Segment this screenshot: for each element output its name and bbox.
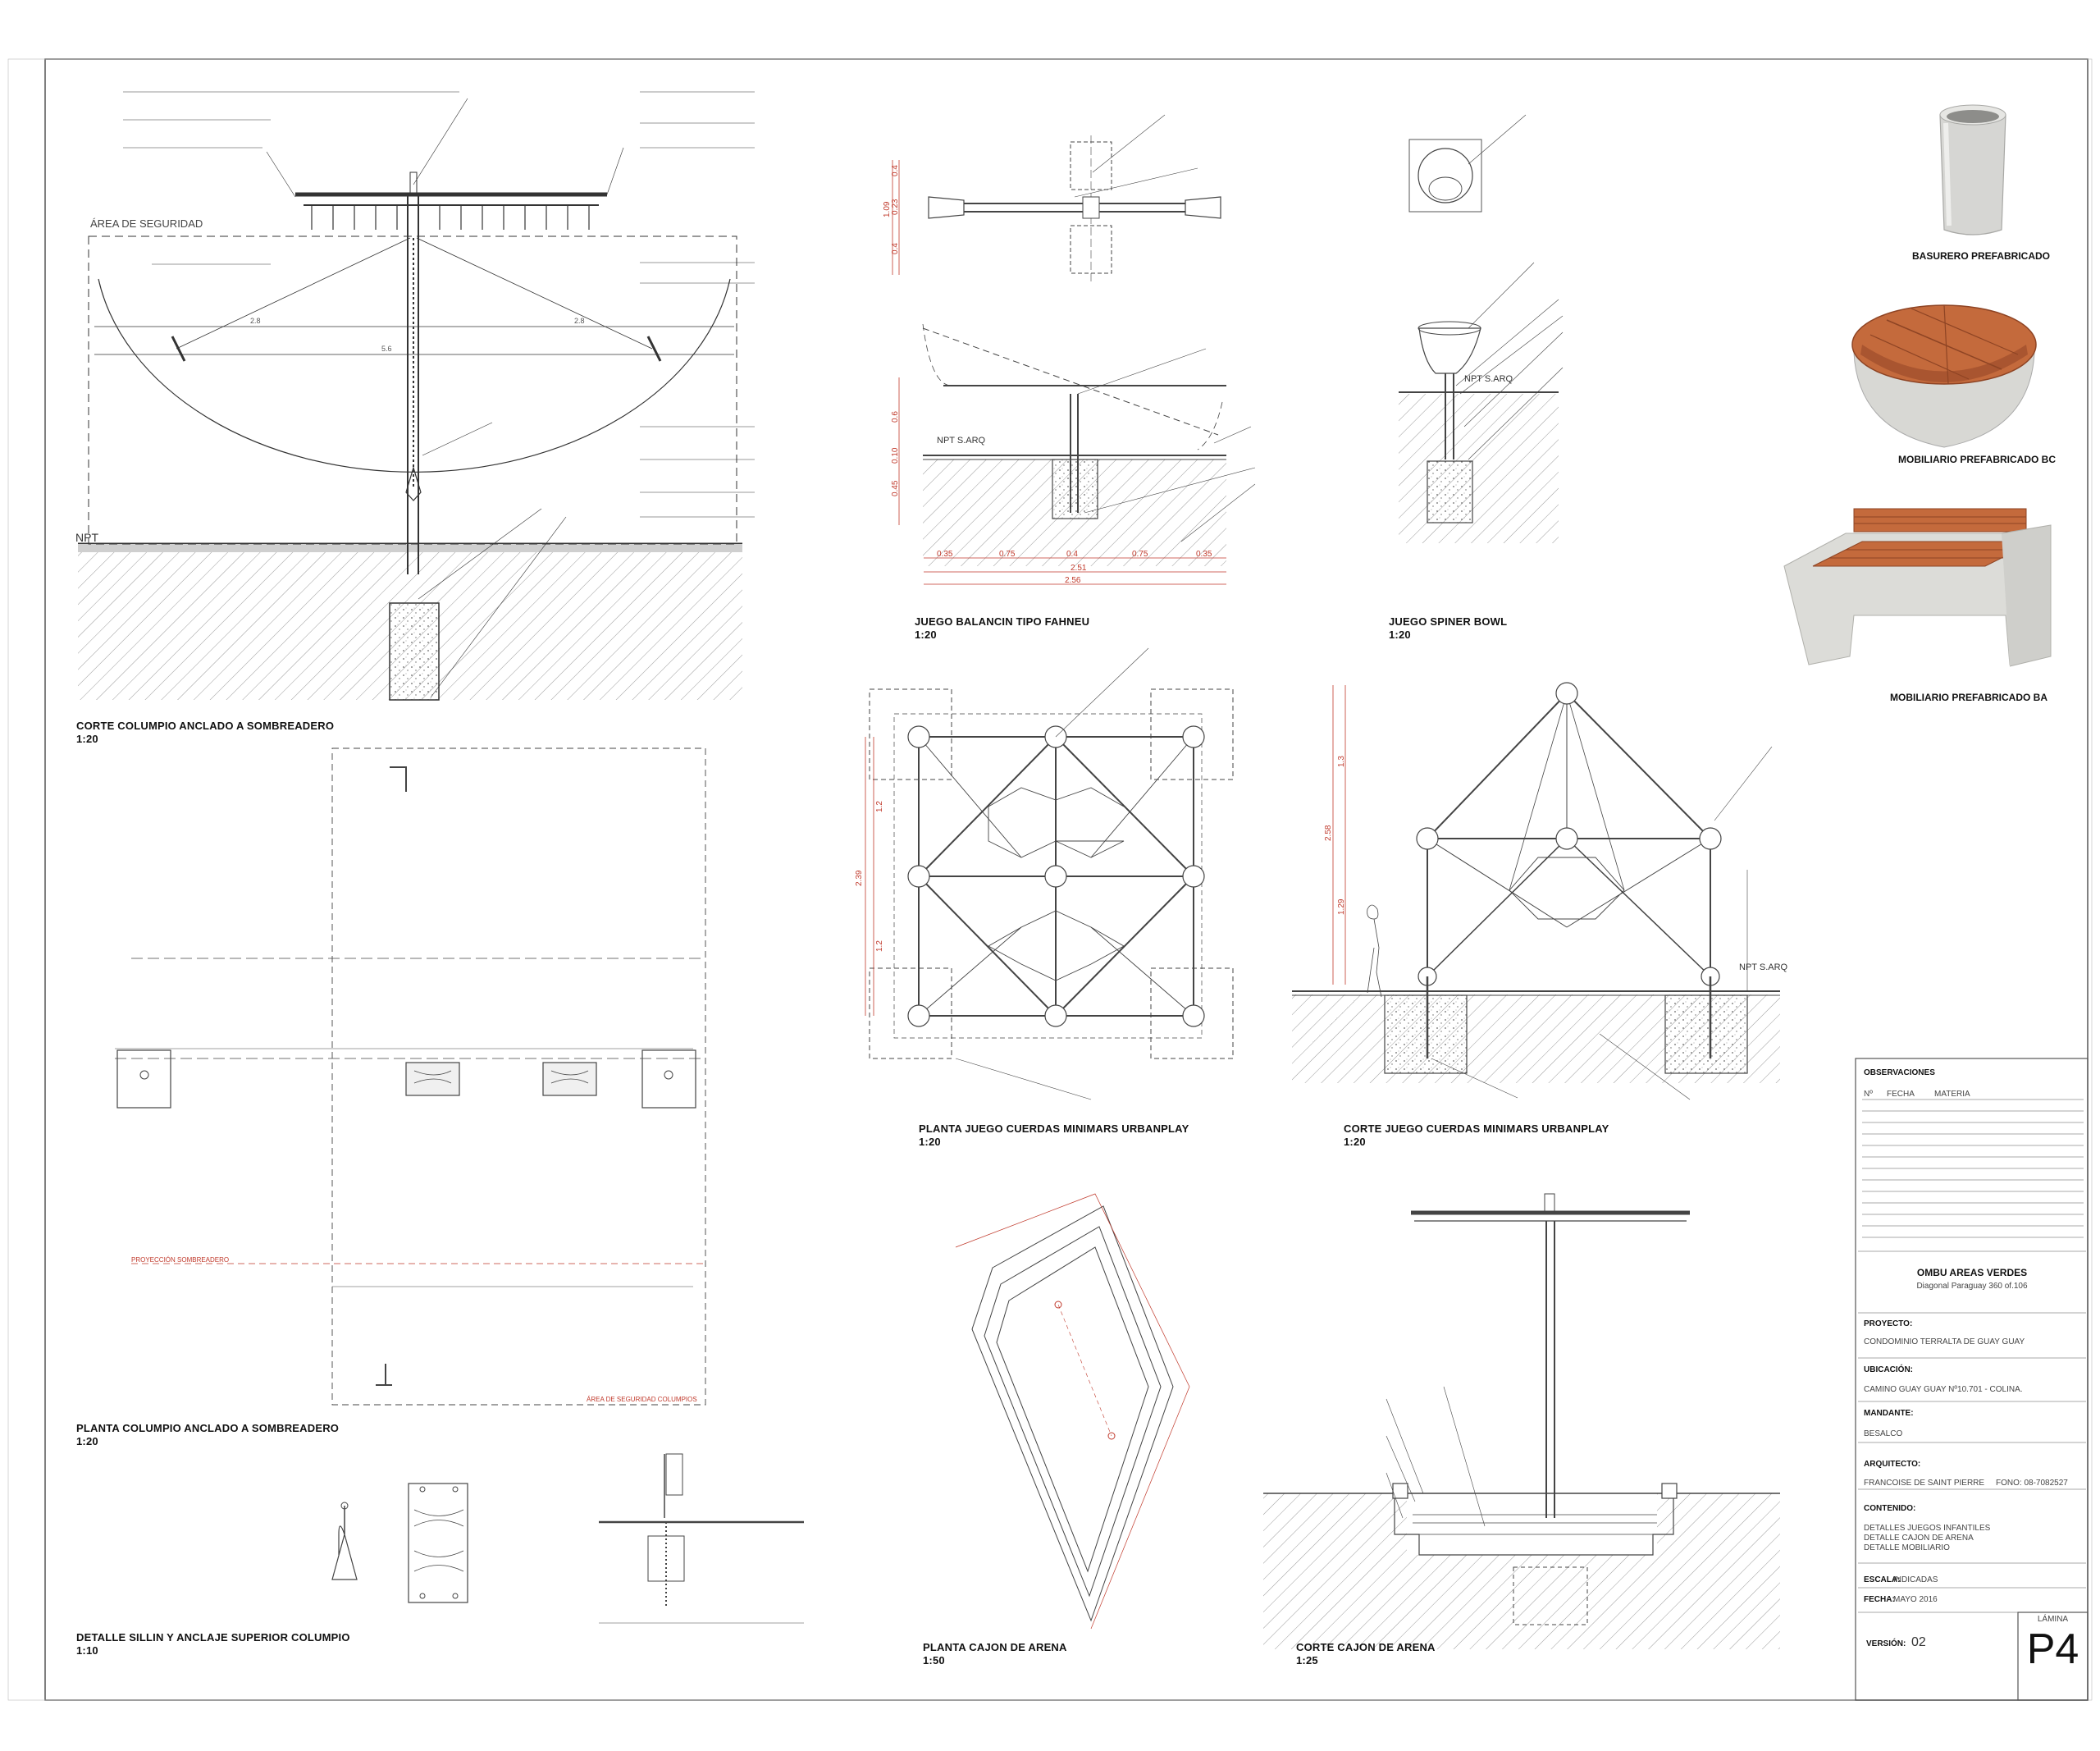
obs-col-fecha: FECHA <box>1887 1090 1915 1099</box>
cuerdas-npt: NPT S.ARQ <box>1739 962 1788 972</box>
balancin-dim-5: 0.35 <box>1196 550 1212 559</box>
cuerdas-planta-dims: 1.2 1.2 2.39 <box>855 801 884 952</box>
planta-columpio-drawing <box>115 747 706 1406</box>
cuerdas-corte-dim-total: 2.58 <box>1324 825 1333 841</box>
caption-mobiliario-ba: MOBILIARIO PREFABRICADO BA <box>1890 692 2048 703</box>
fecha-label: FECHA: <box>1864 1595 1895 1604</box>
area-seguridad-label: ÁREA DE SEGURIDAD <box>90 217 203 230</box>
detalle-sillin-drawing <box>331 1453 804 1624</box>
corte-cuerdas-drawing <box>1292 682 1780 1100</box>
title-block <box>1855 1058 2089 1701</box>
dim-2-8-right: 2.8 <box>574 317 585 325</box>
balancin-vdim-5: 0.10 <box>891 447 900 464</box>
obs-col-num: Nº <box>1864 1090 1873 1099</box>
title-planta-cuerdas: PLANTA JUEGO CUERDAS MINIMARS URBANPLAY … <box>919 1122 1189 1148</box>
balancin-vdim-3: 0.4 <box>891 243 900 254</box>
area-seguridad-columpios-label: ÁREA DE SEGURIDAD COLUMPIOS <box>587 1396 697 1403</box>
spiner-npt: NPT S.ARQ <box>1464 374 1513 384</box>
obs-col-materia: MATERIA <box>1934 1090 1970 1099</box>
corte-columpio-drawing <box>78 91 755 701</box>
spiner-bowl-drawing <box>1399 114 1564 543</box>
balancin-v-dims: 0.4 0.23 0.4 1.09 0.6 0.10 0.45 <box>883 165 900 496</box>
basurero-render <box>1939 104 2006 235</box>
corte-cajon-drawing <box>1263 1193 1780 1649</box>
project-name: OMBU AREAS VERDES <box>1916 1267 2028 1278</box>
balancin-dim-total2: 2.56 <box>1065 576 1081 585</box>
dim-2-8-left: 2.8 <box>250 317 261 325</box>
version-label: VERSIÓN: <box>1866 1639 1906 1648</box>
balancin-dim-4: 0.75 <box>1132 550 1148 559</box>
cuerdas-corte-dims: 1.3 1.29 2.58 <box>1324 756 1346 915</box>
npt-label: NPT <box>75 531 98 544</box>
balancin-vdim-2: 0.23 <box>891 199 900 215</box>
balancin-dim-1: 0.35 <box>937 550 953 559</box>
cuerdas-dim-total: 2.39 <box>855 870 864 886</box>
mobiliario-bc-render <box>1851 304 2037 448</box>
balancin-dim-3: 0.4 <box>1066 550 1078 559</box>
mobiliario-ba-render <box>1783 508 2052 667</box>
mandante-value: BESALCO <box>1864 1429 1903 1438</box>
proyecto-label: PROYECTO: <box>1864 1319 1913 1328</box>
fecha-value: MAYO 2016 <box>1893 1595 1938 1604</box>
balancin-vdim-1: 0.4 <box>891 165 900 176</box>
arquitecto-phone: FONO: 08-7082527 <box>1996 1479 2068 1488</box>
escala-label: ESCALA: <box>1864 1575 1901 1584</box>
balancin-vdim-4: 0.6 <box>891 411 900 423</box>
proyeccion-sombreadero-label: PROYECCIÓN SOMBREADERO <box>131 1256 229 1264</box>
observaciones-heading: OBSERVACIONES <box>1864 1068 1935 1077</box>
balancin-vdim-total: 1.09 <box>883 201 892 217</box>
title-planta-cajon: PLANTA CAJON DE ARENA 1:50 <box>923 1641 1067 1666</box>
dim-5-6: 5.6 <box>381 345 392 353</box>
cuerdas-corte-dim-2: 1.29 <box>1337 898 1346 915</box>
balancin-drawing <box>892 114 1256 585</box>
balancin-h-dims: 0.35 0.75 0.4 0.75 0.35 2.51 2.56 <box>937 550 1212 585</box>
cuerdas-corte-dim-1: 1.3 <box>1337 756 1346 767</box>
contenido-line-1: DETALLES JUEGOS INFANTILES <box>1864 1524 1991 1533</box>
title-corte-cuerdas: CORTE JUEGO CUERDAS MINIMARS URBANPLAY 1… <box>1344 1122 1609 1148</box>
contenido-line-3: DETALLE MOBILIARIO <box>1864 1543 1950 1552</box>
lamina-label: LÁMINA <box>2037 1615 2069 1624</box>
title-spiner: JUEGO SPINER BOWL 1:20 <box>1389 615 1508 641</box>
title-corte-cajon: CORTE CAJON DE ARENA 1:25 <box>1296 1641 1436 1666</box>
balancin-npt: NPT S.ARQ <box>937 436 986 446</box>
balancin-dim-2: 0.75 <box>999 550 1016 559</box>
mandante-label: MANDANTE: <box>1864 1409 1914 1418</box>
version-value: 02 <box>1911 1635 1926 1649</box>
arquitecto-label: ARQUITECTO: <box>1864 1460 1921 1469</box>
balancin-vdim-6: 0.45 <box>891 480 900 496</box>
contenido-line-2: DETALLE CAJON DE ARENA <box>1864 1534 1974 1543</box>
caption-mobiliario-bc: MOBILIARIO PREFABRICADO BC <box>1898 454 2056 465</box>
cuerdas-dim-2: 1.2 <box>875 940 884 952</box>
proyecto-value: CONDOMINIO TERRALTA DE GUAY GUAY <box>1864 1337 2025 1346</box>
caption-basurero: BASURERO PREFABRICADO <box>1911 250 2050 262</box>
cuerdas-dim-1: 1.2 <box>875 801 884 812</box>
arquitecto-value: FRANCOISE DE SAINT PIERRE <box>1864 1479 1985 1488</box>
balancin-dim-total1: 2.51 <box>1071 564 1087 573</box>
ubicacion-value: CAMINO GUAY GUAY Nº10.701 - COLINA. <box>1864 1385 2023 1394</box>
planta-cuerdas-drawing <box>865 647 1234 1100</box>
title-detalle-sillin: DETALLE SILLIN Y ANCLAJE SUPERIOR COLUMP… <box>76 1631 350 1657</box>
title-corte-columpio: CORTE COLUMPIO ANCLADO A SOMBREADERO 1:2… <box>76 720 335 745</box>
contenido-label: CONTENIDO: <box>1864 1504 1916 1513</box>
title-planta-columpio: PLANTA COLUMPIO ANCLADO A SOMBREADERO 1:… <box>76 1422 340 1447</box>
project-address: Diagonal Paraguay 360 of.106 <box>1916 1282 2028 1291</box>
title-balancin: JUEGO BALANCIN TIPO FAHNEU 1:20 <box>915 615 1090 641</box>
lamina-value: P4 <box>2026 1625 2079 1673</box>
ubicacion-label: UBICACIÓN: <box>1864 1365 1913 1374</box>
planta-cajon-drawing <box>955 1193 1190 1630</box>
escala-value: INDICADAS <box>1893 1575 1938 1584</box>
sheet-border <box>44 58 2089 1701</box>
